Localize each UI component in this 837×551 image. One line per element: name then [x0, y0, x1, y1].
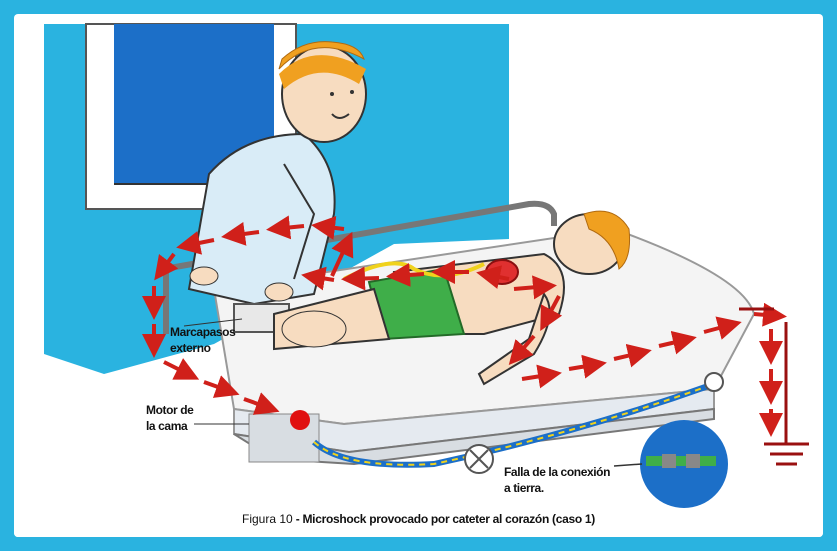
- motor-label-line2: la cama: [146, 418, 193, 434]
- pacemaker-label: Marcapasos externo: [170, 324, 235, 356]
- heart-icon: [486, 260, 518, 284]
- ground-fault-label-line2: a tierra.: [504, 480, 610, 496]
- motor-dot: [290, 410, 310, 430]
- broken-connection-symbol: [465, 445, 493, 473]
- caption-title: Microshock provocado por cateter al cora…: [302, 512, 595, 526]
- ground-fault-label: Falla de la conexión a tierra.: [504, 464, 610, 496]
- motor-label-line1: Motor de: [146, 402, 193, 418]
- motor-label: Motor de la cama: [146, 402, 193, 434]
- figure-panel: Marcapasos externo Motor de la cama Fall…: [14, 14, 823, 537]
- illustration: [14, 14, 823, 537]
- caption-prefix: Figura 10: [242, 512, 293, 526]
- figure-caption: Figura 10 - Microshock provocado por cat…: [14, 512, 823, 526]
- pacemaker-label-line2: externo: [170, 340, 235, 356]
- pacemaker-label-line1: Marcapasos: [170, 324, 235, 340]
- ground-fault-label-line1: Falla de la conexión: [504, 464, 610, 480]
